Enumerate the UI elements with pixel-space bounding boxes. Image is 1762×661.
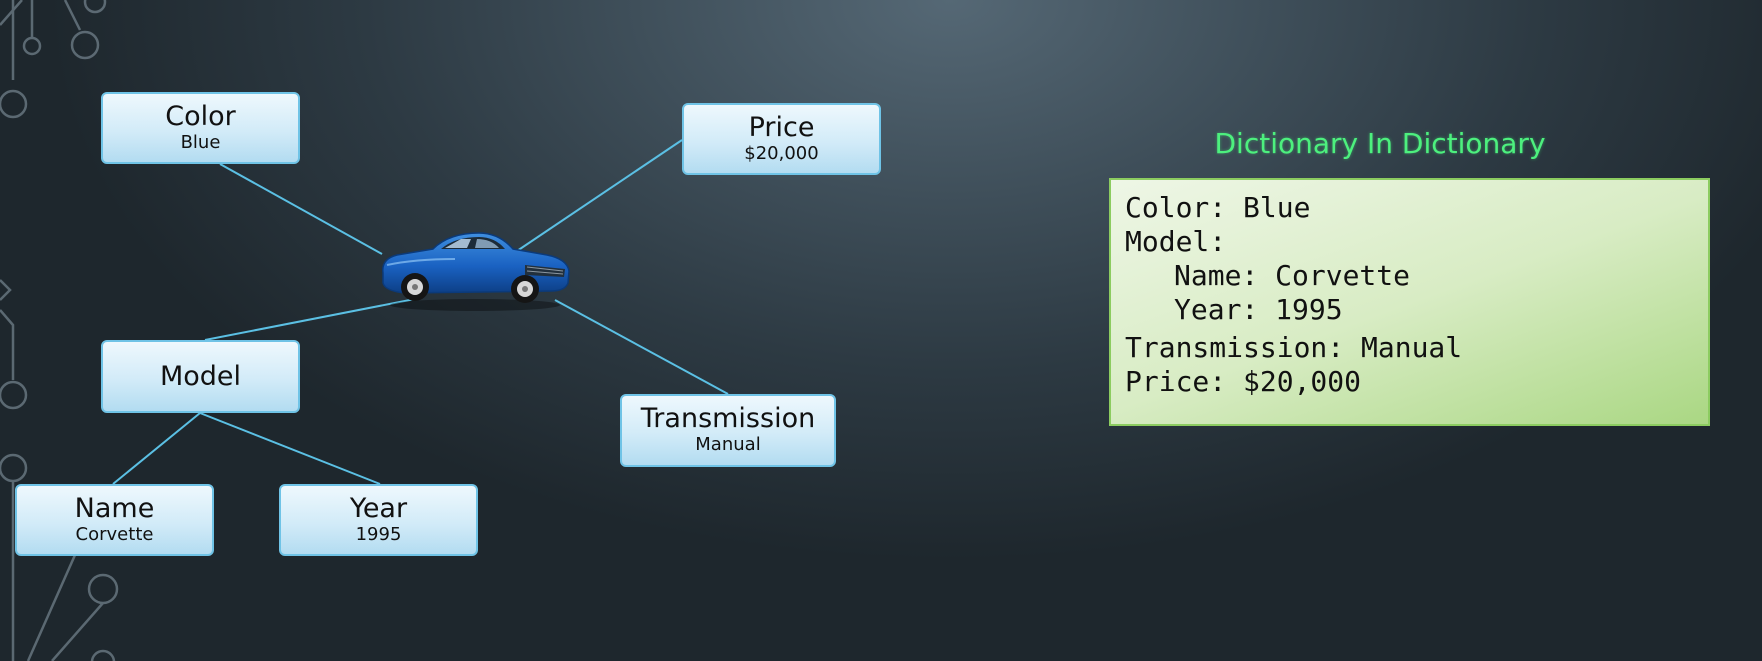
dict-line-model: Model:: [1125, 225, 1227, 258]
edge-car-model: [204, 298, 416, 341]
edge-model-name: [112, 412, 201, 485]
dict-line-transmission: Transmission: Manual: [1125, 331, 1463, 364]
node-transmission: Transmission Manual: [620, 394, 836, 467]
node-year-title: Year: [349, 493, 408, 524]
node-name-value: Corvette: [75, 524, 154, 545]
node-model: Model: [101, 340, 300, 413]
blue-car-icon: [382, 232, 570, 311]
dict-line-color: Color: Blue: [1125, 191, 1311, 224]
node-color-value: Blue: [180, 132, 221, 153]
dictionary-code-box: Color: Blue Model: Name: Corvette Year: …: [1109, 178, 1710, 426]
dictionary-title: Dictionary In Dictionary: [1214, 127, 1546, 160]
node-price-value: $20,000: [744, 143, 819, 164]
node-color-title: Color: [165, 101, 236, 132]
dict-line-name: Name: Corvette: [1174, 259, 1411, 292]
node-transmission-title: Transmission: [640, 403, 816, 434]
node-price-title: Price: [748, 112, 815, 143]
dict-line-year: Year: 1995: [1174, 293, 1343, 326]
dict-line-price: Price: $20,000: [1125, 365, 1362, 398]
node-model-title: Model: [159, 361, 242, 392]
node-color: Color Blue: [101, 92, 300, 164]
node-name-title: Name: [74, 493, 155, 524]
node-price: Price $20,000: [682, 103, 881, 175]
node-name: Name Corvette: [15, 484, 214, 556]
node-year-value: 1995: [355, 524, 402, 545]
edge-car-price: [516, 139, 683, 252]
edge-car-transmission: [554, 299, 729, 395]
node-year: Year 1995: [279, 484, 478, 556]
node-transmission-value: Manual: [695, 434, 761, 455]
edge-model-year: [199, 412, 381, 485]
edge-car-color: [219, 163, 383, 255]
